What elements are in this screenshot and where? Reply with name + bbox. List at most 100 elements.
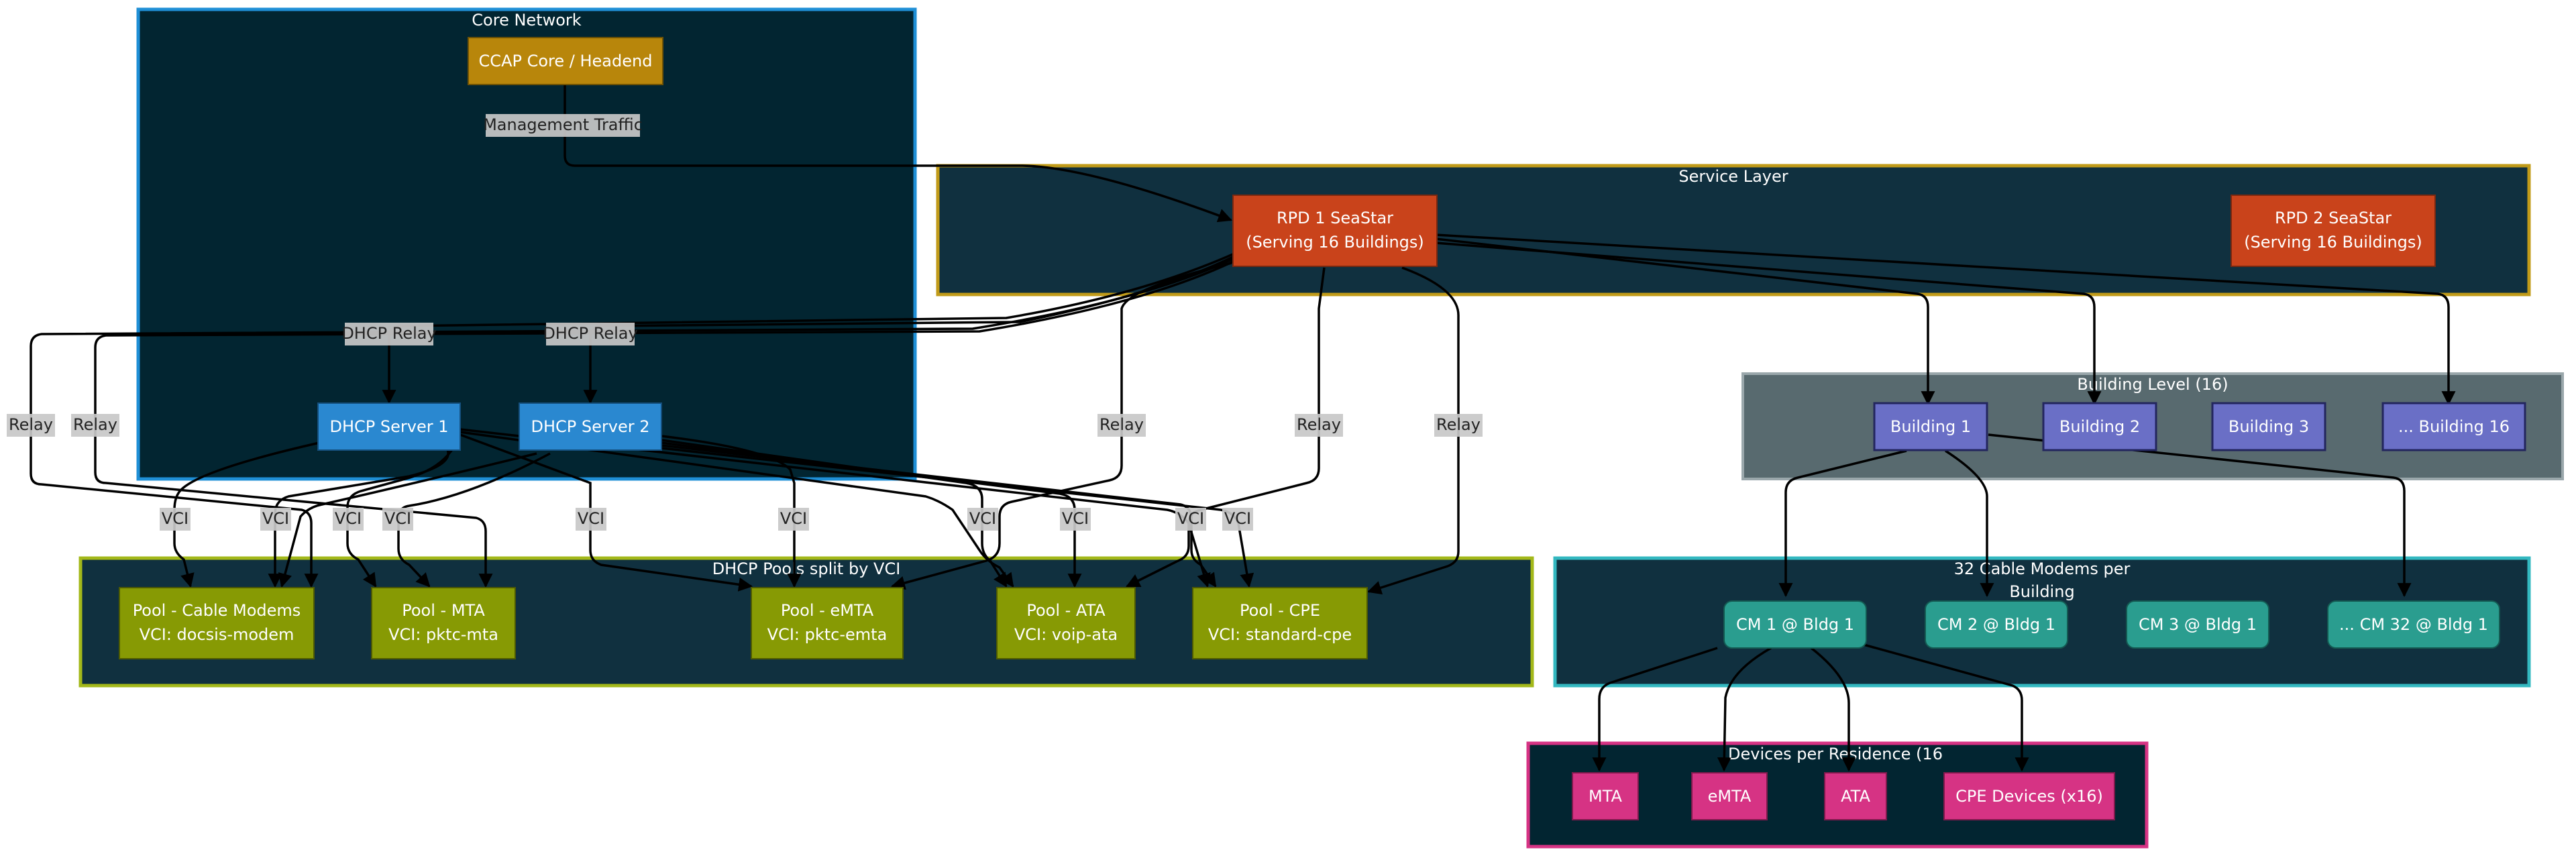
edge-b1-cm32 bbox=[1988, 433, 2412, 598]
edge-rpd1-relay-emta bbox=[890, 262, 1232, 590]
node-device-mta-label: MTA bbox=[1589, 787, 1623, 806]
edge-label-vci-3: VCI bbox=[333, 508, 364, 531]
svg-text:Relay: Relay bbox=[9, 415, 53, 434]
edge-dhcp1-pool-cm-a bbox=[173, 441, 320, 588]
node-building-3-box[interactable] bbox=[2211, 402, 2326, 451]
node-dhcp-server-2[interactable]: DHCP Server 2 bbox=[519, 402, 662, 451]
node-building-16-box[interactable] bbox=[2381, 402, 2526, 451]
node-rpd2-box[interactable] bbox=[2231, 195, 2436, 267]
node-device-ata-box[interactable] bbox=[1824, 772, 1887, 820]
node-rpd1[interactable]: RPD 1 SeaStar (Serving 16 Buildings) bbox=[1232, 195, 1438, 267]
group-building-level-title: Building Level (16) bbox=[2077, 375, 2228, 394]
svg-text:Management Traffic: Management Traffic bbox=[483, 115, 643, 134]
node-device-cpe-label: CPE Devices (x16) bbox=[1955, 787, 2103, 806]
node-building-1-label: Building 1 bbox=[1890, 417, 1971, 436]
edge-label-vci-2: VCI bbox=[260, 508, 291, 531]
edge-rpd1-relay-cpe bbox=[1367, 266, 1460, 595]
edge-cm1-emta bbox=[1717, 647, 1772, 772]
svg-text:Relay: Relay bbox=[1099, 415, 1144, 434]
edge-label-vci-5: VCI bbox=[576, 508, 606, 531]
node-building-16-label: ... Building 16 bbox=[2398, 417, 2510, 436]
node-cm-3[interactable]: CM 3 @ Bldg 1 bbox=[2126, 600, 2269, 649]
node-device-emta[interactable]: eMTA bbox=[1691, 772, 1768, 820]
node-cm-32-box[interactable] bbox=[2327, 600, 2500, 649]
node-pool-mta[interactable]: Pool - MTA VCI: pktc-mta bbox=[371, 587, 516, 659]
node-pool-mta-box[interactable] bbox=[371, 587, 516, 659]
node-dhcp-server-1-label: DHCP Server 1 bbox=[330, 417, 449, 436]
node-pool-cpe-line1: Pool - CPE bbox=[1240, 601, 1320, 620]
edge-dhcp1-pool-ata bbox=[460, 431, 1014, 588]
node-rpd1-box[interactable] bbox=[1232, 195, 1438, 267]
edge-label-dhcp-relay-2: DHCP Relay bbox=[543, 323, 638, 345]
node-pool-cpe[interactable]: Pool - CPE VCI: standard-cpe bbox=[1192, 587, 1368, 659]
node-pool-mta-line1: Pool - MTA bbox=[402, 601, 485, 620]
node-dhcp-server-2-box[interactable] bbox=[519, 402, 662, 451]
node-cm-1-box[interactable] bbox=[1723, 600, 1867, 649]
node-pool-cpe-box[interactable] bbox=[1192, 587, 1368, 659]
edge-cm1-mta bbox=[1592, 647, 1718, 772]
svg-text:Relay: Relay bbox=[1436, 415, 1481, 434]
node-device-ata-label: ATA bbox=[1841, 787, 1870, 806]
svg-text:VCI: VCI bbox=[578, 509, 604, 528]
node-device-cpe[interactable]: CPE Devices (x16) bbox=[1943, 772, 2115, 820]
svg-text:VCI: VCI bbox=[162, 509, 189, 528]
node-cm-2-label: CM 2 @ Bldg 1 bbox=[1937, 615, 2055, 634]
edge-ccap-rpd1 bbox=[564, 85, 1232, 223]
group-core-network-box bbox=[136, 7, 917, 481]
node-pool-mta-line2: VCI: pktc-mta bbox=[388, 625, 498, 644]
node-dhcp-server-2-label: DHCP Server 2 bbox=[531, 417, 650, 436]
node-pool-emta-box[interactable] bbox=[751, 587, 904, 659]
node-cm-1-label: CM 1 @ Bldg 1 bbox=[1736, 615, 1854, 634]
node-building-1-box[interactable] bbox=[1873, 402, 1988, 451]
node-building-3-label: Building 3 bbox=[2229, 417, 2309, 436]
svg-text:VCI: VCI bbox=[262, 509, 289, 528]
node-device-cpe-box[interactable] bbox=[1943, 772, 2115, 820]
node-rpd2[interactable]: RPD 2 SeaStar (Serving 16 Buildings) bbox=[2231, 195, 2436, 267]
node-building-3[interactable]: Building 3 bbox=[2211, 402, 2326, 451]
edge-label-vci-1: VCI bbox=[160, 508, 191, 531]
node-cm-1[interactable]: CM 1 @ Bldg 1 bbox=[1723, 600, 1867, 649]
node-ccap[interactable]: CCAP Core / Headend bbox=[468, 37, 663, 85]
node-ccap-box[interactable] bbox=[468, 37, 663, 85]
edge-label-vci-4: VCI bbox=[382, 508, 413, 531]
group-dhcp-pools-title: DHCP Pools split by VCI bbox=[712, 559, 901, 578]
node-pool-emta[interactable]: Pool - eMTA VCI: pktc-emta bbox=[751, 587, 904, 659]
node-cm-32[interactable]: ... CM 32 @ Bldg 1 bbox=[2327, 600, 2500, 649]
node-device-mta[interactable]: MTA bbox=[1572, 772, 1639, 820]
node-building-16[interactable]: ... Building 16 bbox=[2381, 402, 2526, 451]
edge-dhcp1-pool-mta-b bbox=[460, 433, 753, 592]
node-device-ata[interactable]: ATA bbox=[1824, 772, 1887, 820]
node-device-mta-box[interactable] bbox=[1572, 772, 1639, 820]
node-building-2[interactable]: Building 2 bbox=[2042, 402, 2157, 451]
group-cable-modems-title-line2: Building bbox=[2009, 582, 2074, 601]
edge-label-relay-5: Relay bbox=[1434, 414, 1483, 437]
node-pool-cable-modems[interactable]: Pool - Cable Modems VCI: docsis-modem bbox=[119, 587, 315, 659]
node-cm-2-box[interactable] bbox=[1925, 600, 2068, 649]
group-devices-title: Devices per Residence (16 bbox=[1728, 745, 1943, 763]
node-dhcp-server-1-box[interactable] bbox=[317, 402, 461, 451]
svg-text:VCI: VCI bbox=[335, 509, 362, 528]
group-core-network-title: Core Network bbox=[472, 11, 581, 30]
node-building-2-box[interactable] bbox=[2042, 402, 2157, 451]
group-core-network: Core Network bbox=[136, 7, 917, 481]
svg-text:VCI: VCI bbox=[1224, 509, 1251, 528]
node-building-1[interactable]: Building 1 bbox=[1873, 402, 1988, 451]
group-service-layer-title: Service Layer bbox=[1678, 167, 1788, 186]
svg-text:DHCP Relay: DHCP Relay bbox=[341, 324, 436, 343]
edge-cm1-ata bbox=[1810, 647, 1856, 772]
node-dhcp-server-1[interactable]: DHCP Server 1 bbox=[317, 402, 461, 451]
svg-text:VCI: VCI bbox=[969, 509, 996, 528]
svg-text:VCI: VCI bbox=[780, 509, 807, 528]
edge-dhcp2-pool-cm bbox=[278, 452, 537, 588]
node-pool-cable-modems-box[interactable] bbox=[119, 587, 315, 659]
node-building-2-label: Building 2 bbox=[2059, 417, 2140, 436]
node-rpd2-line2: (Serving 16 Buildings) bbox=[2244, 233, 2422, 252]
node-pool-emta-line2: VCI: pktc-emta bbox=[767, 625, 888, 644]
edge-label-vci-7: VCI bbox=[967, 508, 998, 531]
edge-b1-cm1 bbox=[1778, 449, 1907, 598]
node-cm-3-box[interactable] bbox=[2126, 600, 2269, 649]
node-pool-ata[interactable]: Pool - ATA VCI: voip-ata bbox=[996, 587, 1136, 659]
node-device-emta-box[interactable] bbox=[1691, 772, 1768, 820]
node-pool-ata-box[interactable] bbox=[996, 587, 1136, 659]
node-cm-2[interactable]: CM 2 @ Bldg 1 bbox=[1925, 600, 2068, 649]
